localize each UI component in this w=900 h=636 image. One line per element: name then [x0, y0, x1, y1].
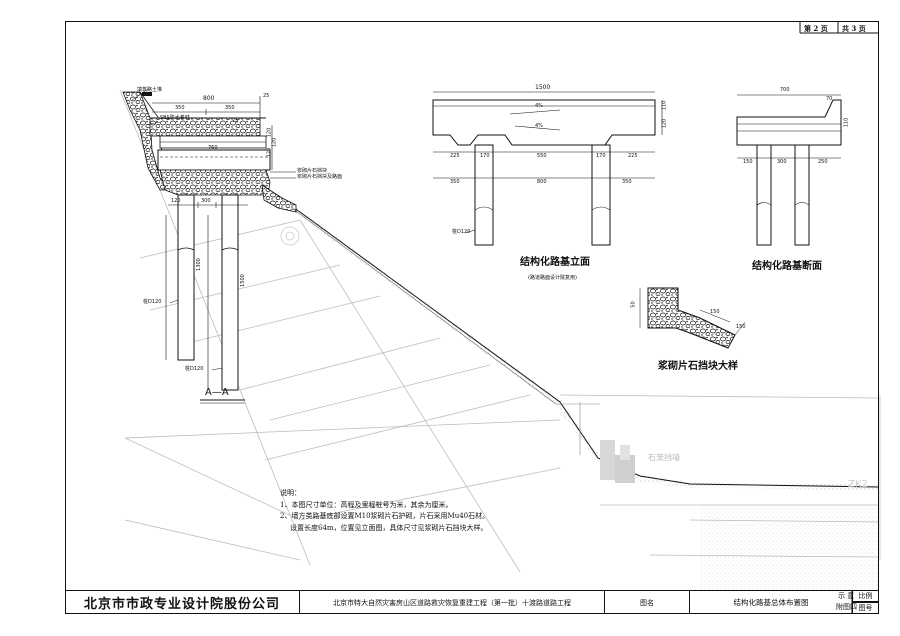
elev-dim-225-l: 225 [450, 153, 460, 159]
cross-dim-300: 300 [777, 159, 787, 165]
elev-slope-1: 4% [535, 103, 543, 109]
aa-pile-2: 桩D120 [185, 366, 204, 372]
scale-value: 示 意 [838, 592, 855, 600]
page-total: 共 3 页 [842, 23, 866, 33]
elev-dim-550: 550 [537, 153, 547, 159]
elev-dim-350-l: 350 [450, 179, 460, 185]
section-aa-label: A—A [205, 387, 229, 398]
aa-dim-350-right: 350 [225, 105, 235, 111]
elev-dim-350-r: 350 [622, 179, 632, 185]
retain-note-1: 浆砌片石挡块 [297, 168, 328, 174]
aa-dim-75: 75 [232, 118, 239, 124]
fill-soil-note: 填筑路土堆 [137, 87, 163, 93]
sbs-note: SBS防水卷材 [160, 115, 190, 121]
notes-line-1: 1、本图尺寸单位：高程及里程桩号为米，其余为厘米。 [280, 500, 453, 509]
cross-dim-250: 250 [818, 159, 828, 165]
detail-dim-150-a: 150 [710, 309, 720, 315]
elev-dim-225-r: 225 [628, 153, 638, 159]
elev-pile: 桩D120 [452, 229, 471, 235]
page-number: 第 2 页 [804, 23, 828, 33]
elev-dim-800: 800 [537, 179, 547, 185]
drawing-name: 结构化路基总体布置图 [689, 591, 852, 614]
scale-divider [878, 591, 879, 603]
notes-line-2: 2、墙方类路基底部设置M10浆砌片石护砌，片石采用Mu40石材。 [280, 512, 490, 520]
aa-dim-120-left: 120 [171, 198, 181, 204]
cross-section-title: 结构化路基断面 [752, 261, 822, 272]
detail-dim-150-b: 150 [736, 324, 746, 330]
aa-dim-800: 800 [203, 95, 215, 102]
drawing-no-value: 附图四 [836, 603, 857, 611]
drawing-name-label: 图名 [604, 591, 689, 614]
retaining-detail-title: 浆砌片石挡块大样 [658, 361, 738, 372]
cross-dim-700: 700 [780, 87, 790, 93]
cross-dim-70: 70 [826, 96, 833, 102]
elev-dim-1500: 1500 [535, 84, 551, 91]
drawing-no-divider [878, 602, 879, 614]
notes-heading: 说明： [280, 489, 301, 497]
aa-dim-300: 300 [201, 198, 211, 204]
notes-line-3: 设置长度64m，位置见立面图，具体尺寸见浆砌片石挡块大样。 [290, 523, 488, 532]
aa-dim-760: 760 [208, 145, 218, 151]
elevation-title: 结构化路基立面 [520, 257, 590, 268]
cross-dim-150: 150 [743, 159, 753, 165]
aa-pile-1: 桩D120 [143, 299, 162, 305]
elev-dim-170-r: 170 [596, 153, 606, 159]
notes-block: 说明： 1、本图尺寸单位：高程及里程桩号为米，其余为厘米。 2、墙方类路基底部设… [280, 488, 489, 534]
elevation-subtitle: (路道路面设计院复用) [528, 275, 577, 281]
elev-slope-2: 4% [535, 123, 543, 129]
aa-dim-350-left: 350 [175, 105, 185, 111]
terrain-mark: ZK2 [848, 479, 868, 490]
company-name: 北京市市政专业设计院股份公司 [83, 597, 280, 612]
project-name: 北京市特大自然灾害房山区道路救灾恢复重建工程（第一批）十渡路道路工程 [299, 591, 604, 614]
aa-dim-25: 25 [263, 93, 270, 99]
elev-dim-170-l: 170 [480, 153, 490, 159]
retain-note-2: 浆砌片石挡块及路面 [297, 174, 343, 180]
stone-wall-label: 石笼挡墙 [648, 453, 680, 462]
